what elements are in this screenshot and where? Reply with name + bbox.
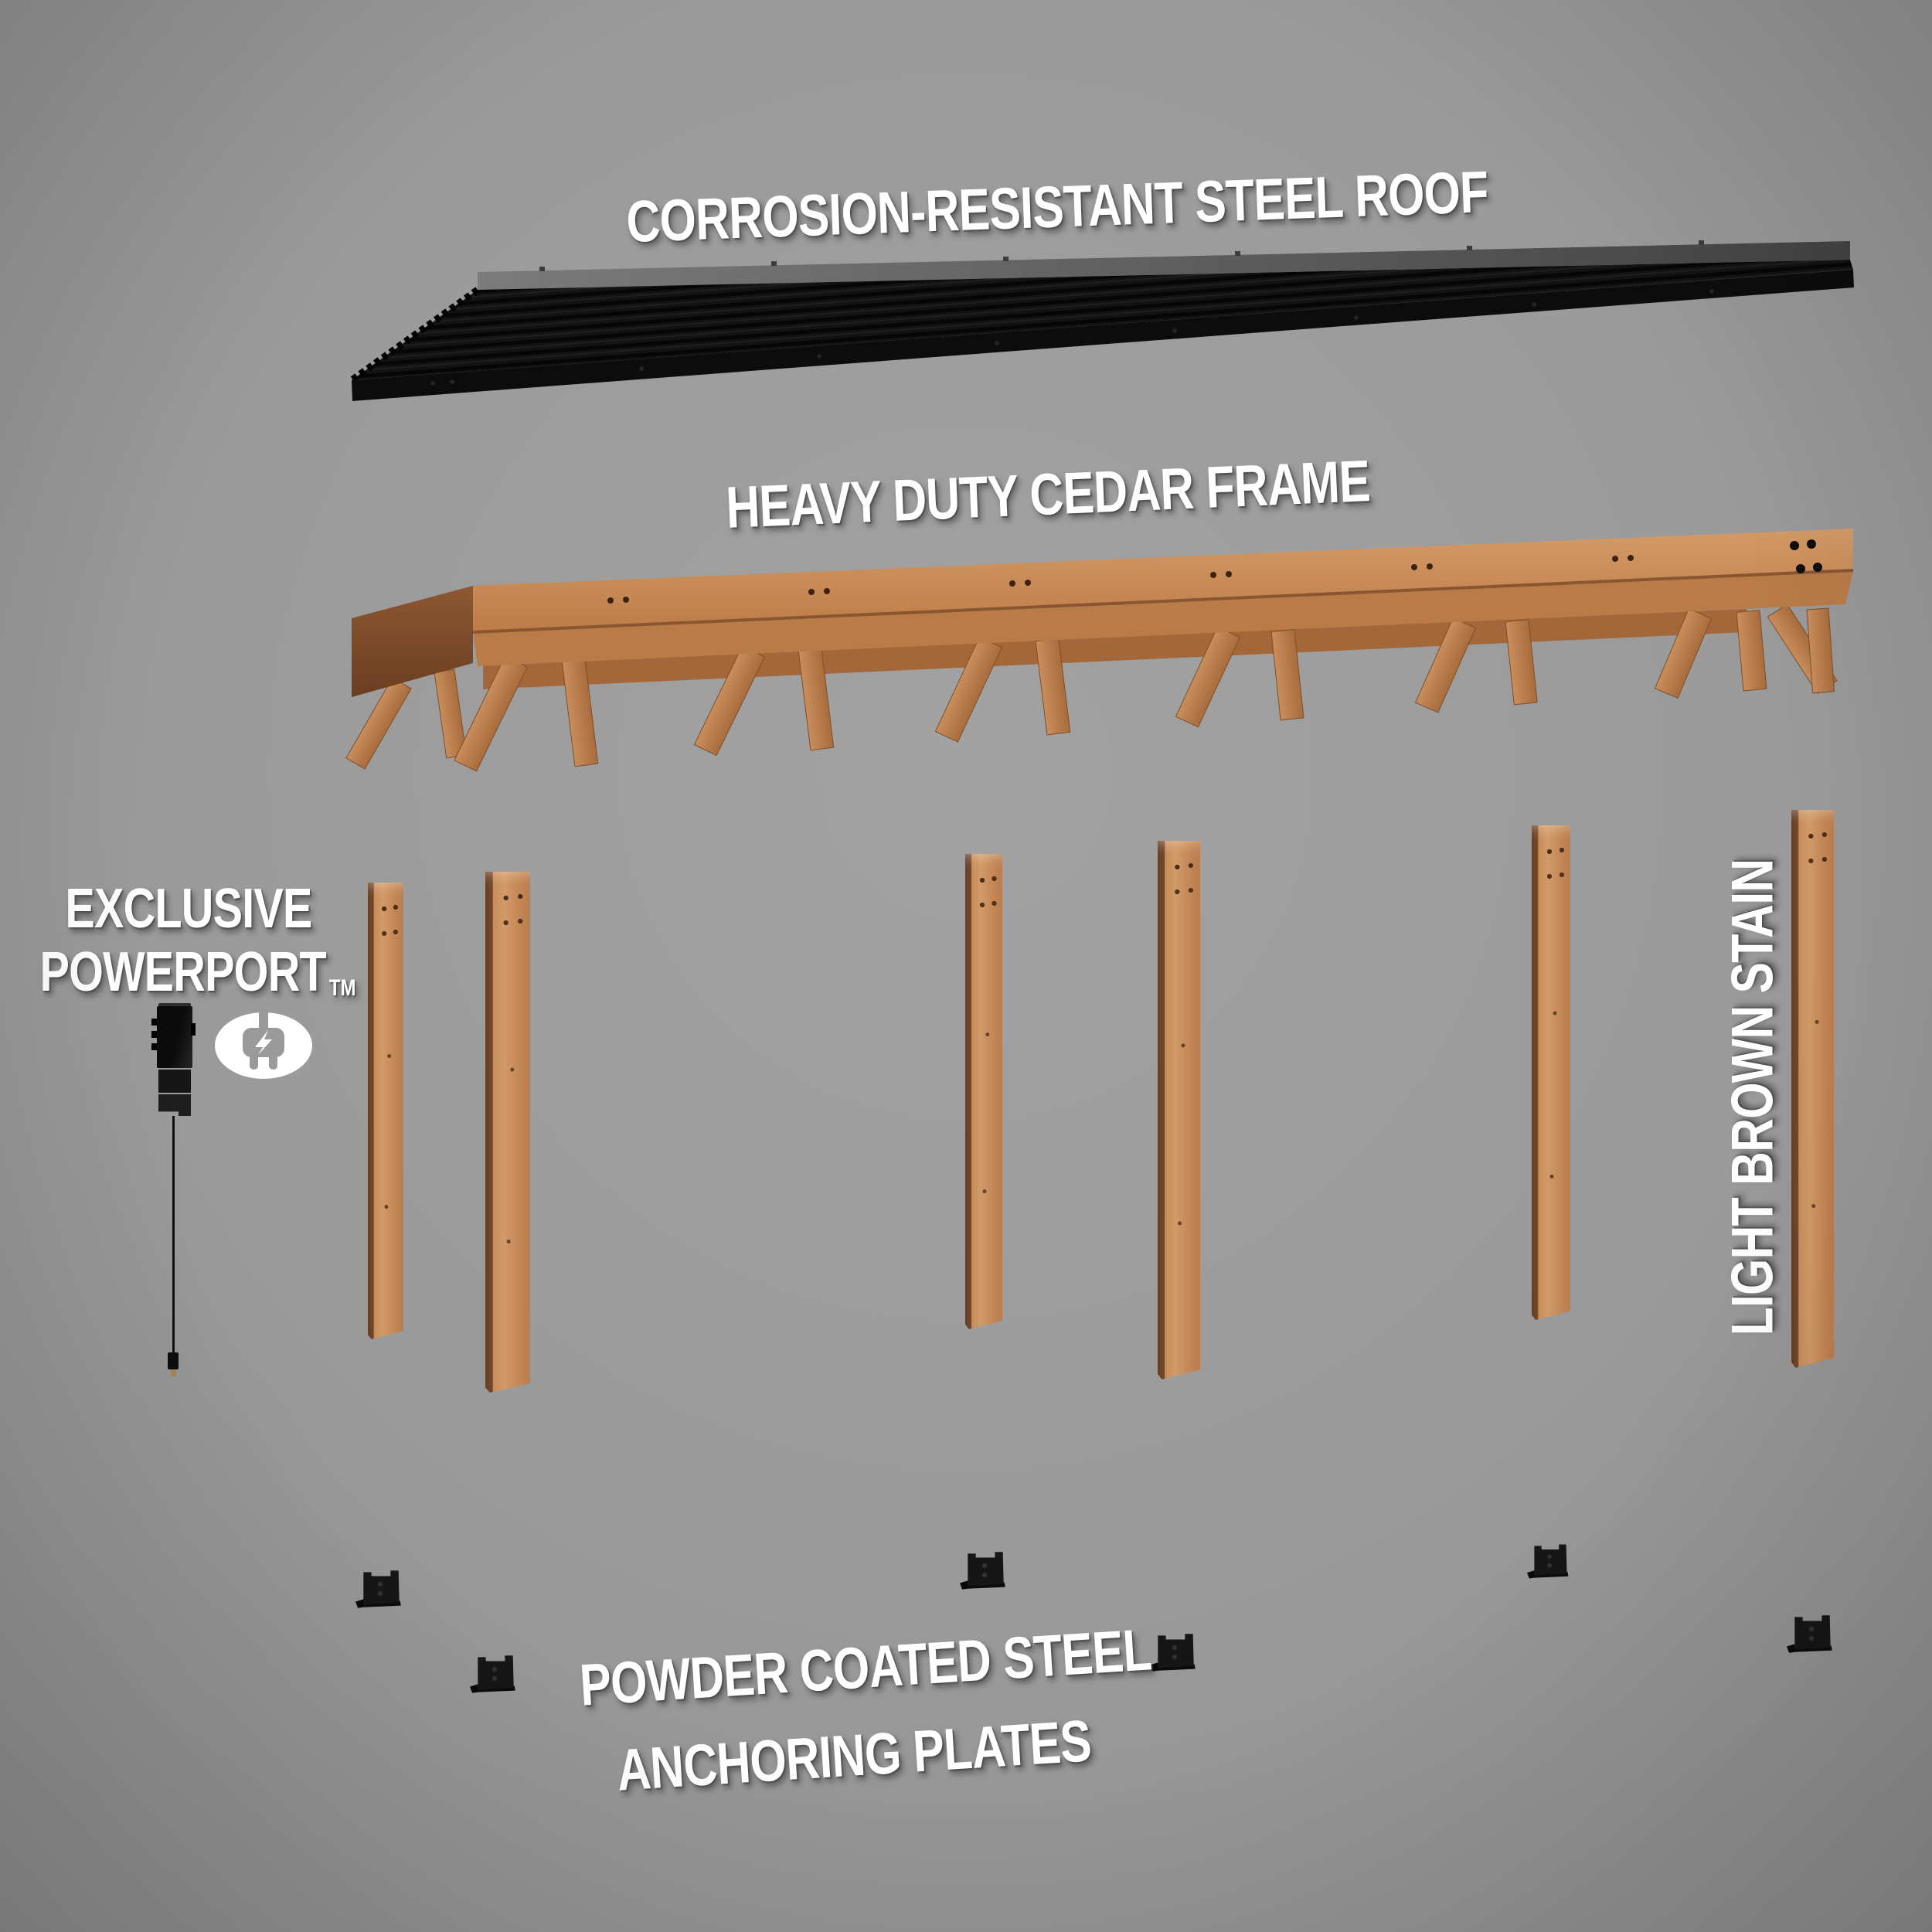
powerport-plug-prong <box>171 1369 176 1376</box>
stain-label: LIGHT BROWN STAIN <box>1719 859 1786 1336</box>
anchor-plate <box>1150 1631 1201 1674</box>
anchor-plate <box>1787 1612 1838 1655</box>
frame-lower-band <box>473 570 1853 666</box>
anchor-plate-icon <box>1150 1634 1196 1672</box>
powerport-label-line1: EXCLUSIVE <box>65 878 312 940</box>
cedar-frame <box>345 529 1854 772</box>
frame-knee-braces <box>345 604 1838 772</box>
powerport-top-face <box>158 1003 191 1008</box>
roof-left-edge <box>349 287 480 383</box>
cedar-post <box>368 883 403 1339</box>
anchors-label-line2: ANCHORING PLATES <box>614 1708 1094 1804</box>
anchor-plate <box>470 1652 521 1696</box>
powerport-button <box>151 1043 157 1050</box>
anchor-plate-icon <box>355 1570 401 1608</box>
anchor-plate <box>960 1549 1011 1592</box>
anchor-plate <box>355 1567 406 1611</box>
roof-fascia-holes <box>430 289 1714 386</box>
frame-inner-board <box>483 609 1747 689</box>
roof-screw-nubs <box>539 240 1704 271</box>
cedar-post <box>1532 825 1570 1320</box>
powerport-button <box>151 1031 157 1038</box>
cedar-post <box>965 854 1002 1329</box>
powerport-button <box>151 1019 157 1026</box>
roof-corrugated-surface <box>352 260 1853 380</box>
powerport-word: POWERPORT <box>39 941 326 1003</box>
cedar-post <box>1158 841 1200 1379</box>
frame-end-bolts <box>1790 539 1822 573</box>
anchors-label-line1: POWDER COATED STEEL <box>577 1617 1154 1719</box>
steel-roof <box>349 240 1854 401</box>
anchor-plate-icon <box>470 1655 515 1693</box>
power-plug-icon <box>215 1011 312 1079</box>
cedar-post <box>1791 810 1834 1368</box>
powerport-device <box>151 1003 197 1389</box>
powerport-bracket <box>158 1070 191 1093</box>
trademark-mark: TM <box>328 975 356 1001</box>
powerport-side-tab <box>191 1023 196 1036</box>
anchor-plate-icon <box>960 1552 1005 1590</box>
powerport-plug <box>168 1352 179 1369</box>
roof-front-fascia <box>352 270 1854 401</box>
frame-beam-seam <box>472 569 1854 634</box>
anchor-plate <box>1527 1539 1573 1583</box>
anchor-plate-icon <box>1527 1544 1569 1579</box>
powerport-body <box>157 1006 192 1068</box>
frame-fascia-beam <box>473 529 1853 632</box>
cedar-post <box>485 872 530 1393</box>
roof-top-band <box>478 241 1850 290</box>
frame-screws <box>607 555 1634 604</box>
powerport-bracket-foot <box>158 1094 191 1116</box>
powerport-cable <box>172 1116 175 1354</box>
anchor-plate-icon <box>1787 1615 1832 1653</box>
frame-left-end <box>352 586 473 697</box>
